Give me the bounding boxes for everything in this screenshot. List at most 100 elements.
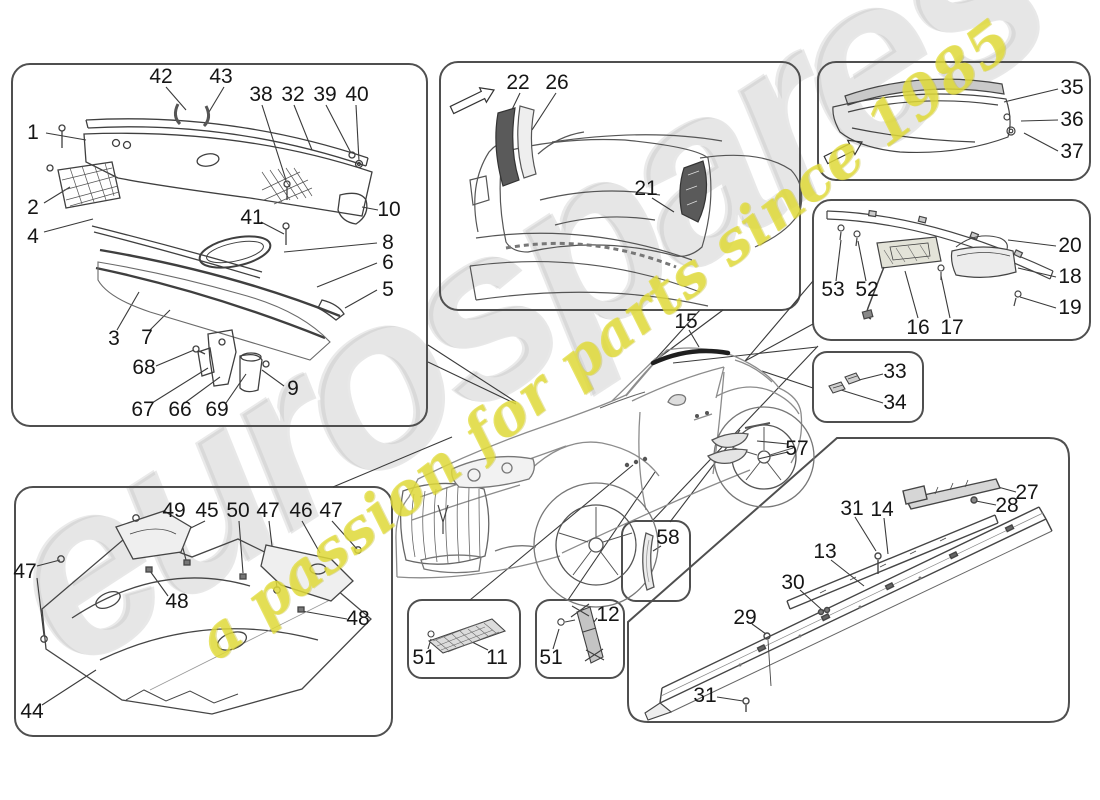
fender-vents [707, 422, 771, 464]
trim-22 [495, 107, 520, 187]
module-16 [876, 236, 942, 269]
callout-57: 57 [785, 437, 809, 460]
callout-26: 26 [545, 71, 569, 94]
mesh-grille-diagram [427, 618, 507, 654]
cowl-diagram [46, 103, 373, 393]
callout-18: 18 [1058, 265, 1082, 288]
roof-trim-box [812, 199, 1091, 341]
callout-7: 7 [141, 326, 153, 349]
callout-50: 50 [226, 499, 250, 522]
callout-21: 21 [634, 177, 658, 200]
callout-33: 33 [883, 360, 907, 383]
trim-21 [679, 160, 708, 223]
callout-35: 35 [1060, 76, 1084, 99]
lamp-18 [950, 246, 1017, 278]
trim-26 [517, 105, 537, 179]
callout-51-b: 51 [539, 646, 563, 669]
callout-47-c: 47 [319, 499, 343, 522]
lid-box [817, 61, 1091, 181]
callout-68: 68 [132, 356, 156, 379]
callout-32: 32 [281, 83, 305, 106]
clips-box [812, 351, 924, 423]
callout-10: 10 [377, 198, 401, 221]
front-grille [399, 482, 490, 565]
diagram-boxes [11, 61, 1091, 737]
callout-8: 8 [382, 231, 394, 254]
callout-43: 43 [209, 65, 233, 88]
callout-17: 17 [940, 316, 964, 339]
callout-45: 45 [195, 499, 219, 522]
callout-40: 40 [345, 83, 369, 106]
roof-trim-diagram [826, 209, 1054, 320]
callout-37: 37 [1060, 140, 1084, 163]
shield-box [14, 486, 393, 737]
callout-30: 30 [781, 571, 805, 594]
cowl-hatch [261, 167, 313, 205]
callout-2: 2 [27, 196, 39, 219]
callout-12: 12 [596, 603, 620, 626]
callout-47-a: 47 [13, 560, 37, 583]
callout-44: 44 [20, 700, 44, 723]
mesh-grille-box [407, 599, 521, 679]
callout-9: 9 [287, 377, 299, 400]
vent-mesh-hatch [61, 162, 120, 207]
callout-20: 20 [1058, 234, 1082, 257]
callout-42: 42 [149, 65, 173, 88]
sill-diagram [644, 478, 1053, 721]
shield-diagram [40, 510, 372, 715]
callout-58: 58 [656, 526, 680, 549]
part58-box [621, 520, 691, 602]
callout-31-a: 31 [840, 497, 864, 520]
car-illustration [395, 347, 815, 608]
callout-5: 5 [382, 278, 394, 301]
callout-11: 11 [486, 646, 508, 669]
callout-39: 39 [313, 83, 337, 106]
callout-22: 22 [506, 71, 530, 94]
callout-4: 4 [27, 225, 39, 248]
callout-38: 38 [249, 83, 273, 106]
callout-48-a: 48 [165, 590, 189, 613]
callout-69: 69 [205, 398, 229, 421]
callout-53: 53 [821, 278, 845, 301]
callout-3: 3 [108, 327, 120, 350]
clips-diagram [828, 372, 861, 394]
callout-49: 49 [162, 499, 186, 522]
callout-28: 28 [995, 494, 1019, 517]
callout-29: 29 [733, 606, 757, 629]
callout-48-b: 48 [346, 607, 370, 630]
callout-6: 6 [382, 251, 394, 274]
bracket-box [535, 599, 625, 679]
cover-45 [115, 510, 192, 560]
part58-blade [642, 532, 655, 591]
callout-36: 36 [1060, 108, 1084, 131]
trunk-box [439, 61, 801, 311]
callout-31-b: 31 [693, 684, 717, 707]
callout-52: 52 [855, 278, 879, 301]
callout-14: 14 [870, 498, 894, 521]
lid-diagram [823, 78, 1016, 165]
callout-27: 27 [1015, 481, 1039, 504]
callout-47-b: 47 [256, 499, 280, 522]
strip-14 [786, 514, 999, 610]
roof-trim-strip [650, 348, 731, 366]
sill-box [627, 437, 1070, 723]
bracket-diagram [557, 603, 605, 664]
spoiler-35 [844, 78, 1005, 106]
callout-34: 34 [883, 391, 907, 414]
callout-41: 41 [240, 206, 264, 229]
direction-arrow-icon [449, 87, 495, 115]
trunk-diagram [449, 87, 803, 307]
callout-13: 13 [813, 540, 837, 563]
callout-15: 15 [674, 310, 698, 333]
cover-46 [260, 544, 354, 602]
front-wheel [533, 482, 659, 608]
callout-19: 19 [1058, 296, 1082, 319]
callout-51-a: 51 [412, 646, 436, 669]
cowl-box [11, 63, 428, 427]
callout-16: 16 [906, 316, 930, 339]
callout-46: 46 [289, 499, 313, 522]
callout-66: 66 [168, 398, 192, 421]
callout-67: 67 [131, 398, 155, 421]
